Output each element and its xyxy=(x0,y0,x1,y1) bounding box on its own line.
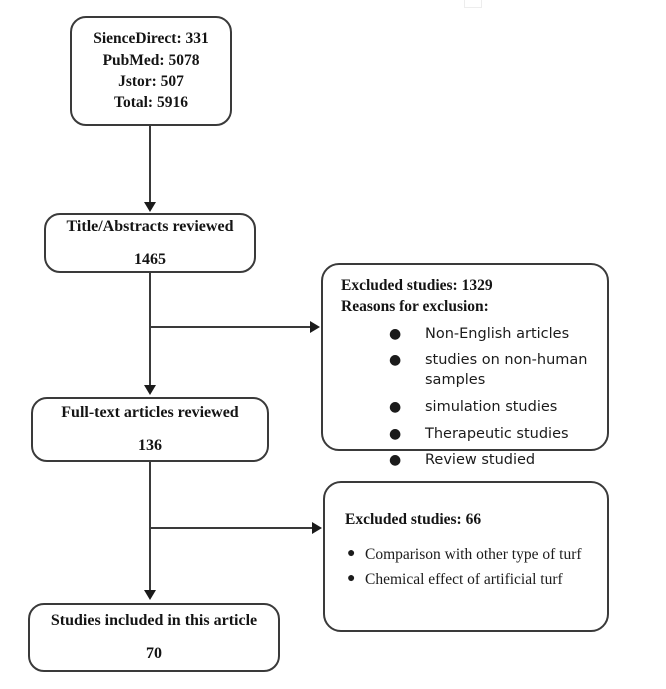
exclusion-1-reason-text: simulation studies xyxy=(425,398,558,415)
exclusion-panel-first: Excluded studies: 1329 Reasons for exclu… xyxy=(321,263,609,468)
list-item: ● Therapeutic studies xyxy=(341,425,597,445)
bullet-icon: ● xyxy=(389,398,402,415)
exclusion-panel-second: Excluded studies: 66 ● Comparison with o… xyxy=(323,481,609,632)
list-item: ● Comparison with other type of turf xyxy=(345,544,597,566)
list-item: ● Non-English articles xyxy=(341,325,597,345)
exclusion-2-reason-list: ● Comparison with other type of turf ● C… xyxy=(345,544,597,591)
connector-screening-to-exclusion-1 xyxy=(149,326,313,328)
exclusion-1-reason-text: Therapeutic studies xyxy=(425,425,569,442)
bullet-icon: ● xyxy=(389,452,402,469)
bullet-icon: ● xyxy=(347,546,356,562)
exclusion-2-heading: Excluded studies: 66 xyxy=(345,511,482,528)
title-abstract-screening-box: Title/Abstracts reviewed 1465 xyxy=(44,213,256,273)
connector-fulltext-to-exclusion-2 xyxy=(149,527,315,529)
exclusion-1-reason-text: Review studied xyxy=(425,452,536,469)
fulltext-count: 136 xyxy=(138,437,162,454)
arrowhead-screening-to-fulltext xyxy=(144,385,156,395)
source-pubmed: PubMed: 5078 xyxy=(102,51,200,69)
source-total: Total: 5916 xyxy=(114,94,188,112)
list-item: ● Chemical effect of artificial turf xyxy=(345,569,597,591)
list-item: ● Review studied xyxy=(341,451,597,471)
scan-artifact xyxy=(464,0,482,8)
included-count: 70 xyxy=(146,645,162,662)
list-item: ● studies on non-human samples xyxy=(341,351,597,390)
exclusion-2-reason-text: Comparison with other type of turf xyxy=(365,546,582,564)
source-sciencedirect: SienceDirect: 331 xyxy=(93,30,209,48)
bullet-icon: ● xyxy=(389,352,402,369)
arrowhead-screening-to-exclusion-1 xyxy=(310,321,320,333)
list-item: ● simulation studies xyxy=(341,398,597,418)
screening-count: 1465 xyxy=(134,250,166,268)
fulltext-label: Full-text articles reviewed xyxy=(61,404,239,421)
exclusion-1-heading: Excluded studies: 1329 xyxy=(341,277,493,294)
full-text-review-box: Full-text articles reviewed 136 xyxy=(31,397,269,462)
database-search-results-box: SienceDirect: 331 PubMed: 5078 Jstor: 50… xyxy=(70,16,232,126)
exclusion-1-subheading: Reasons for exclusion: xyxy=(341,298,489,316)
exclusion-2-reason-text: Chemical effect of artificial turf xyxy=(365,571,563,589)
exclusion-1-reason-text: Non-English articles xyxy=(425,325,570,342)
exclusion-1-reason-list: ● Non-English articles ● studies on non-… xyxy=(341,325,597,471)
arrowhead-fulltext-to-exclusion-2 xyxy=(312,522,322,534)
connector-fulltext-to-included xyxy=(149,462,151,590)
arrowhead-fulltext-to-included xyxy=(144,590,156,600)
bullet-icon: ● xyxy=(389,325,402,342)
source-jstor: Jstor: 507 xyxy=(118,73,184,90)
included-label: Studies included in this article xyxy=(50,612,258,629)
screening-label: Title/Abstracts reviewed xyxy=(66,217,234,235)
exclusion-1-reason-text: studies on non-human samples xyxy=(425,352,588,389)
arrowhead-sources-to-screening xyxy=(144,202,156,212)
connector-screening-to-fulltext xyxy=(149,273,151,385)
bullet-icon: ● xyxy=(347,571,356,587)
bullet-icon: ● xyxy=(389,425,402,442)
connector-sources-to-screening xyxy=(149,126,151,204)
studies-included-box: Studies included in this article 70 xyxy=(28,603,280,672)
